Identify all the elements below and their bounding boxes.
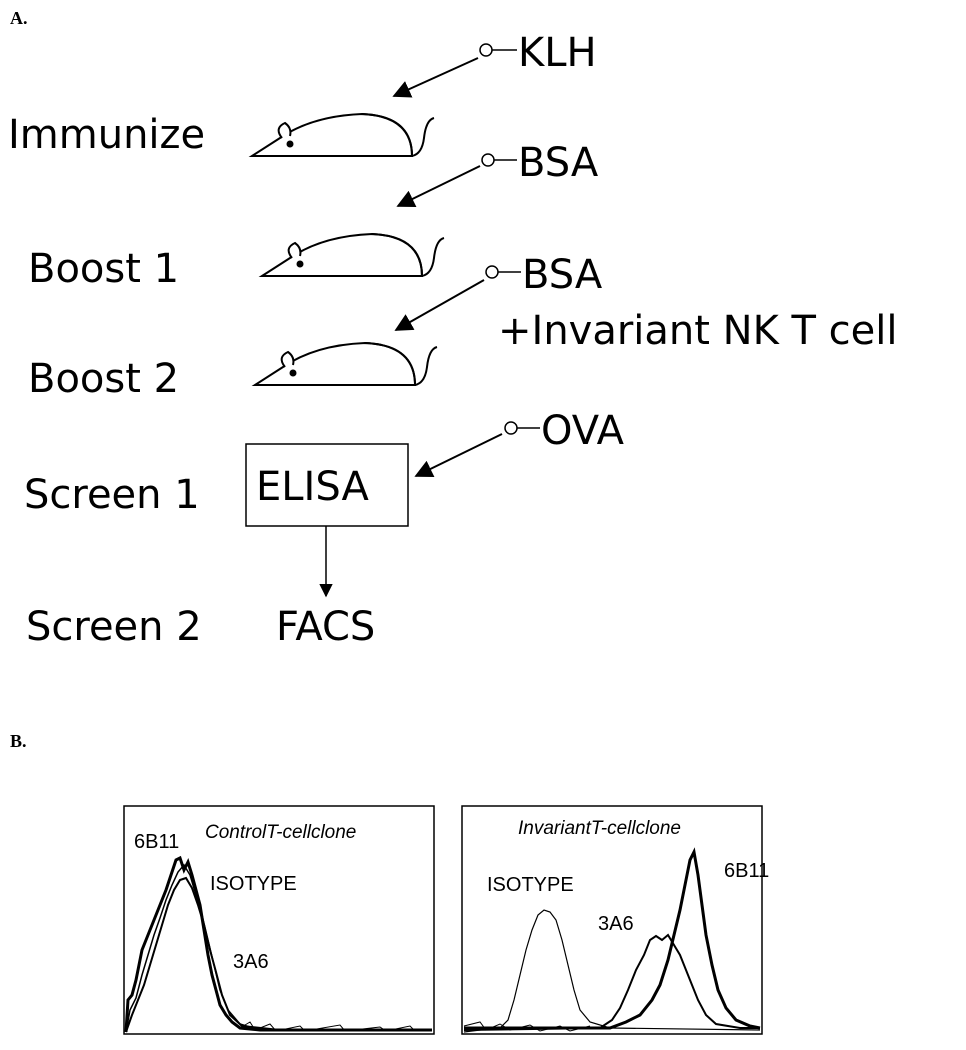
klh-arrow — [392, 57, 479, 98]
mouse-immunize-icon — [251, 113, 435, 157]
agent-bsa-1: BSA — [518, 140, 599, 186]
bsa-1-antigen-icon — [481, 153, 495, 167]
histogram-control-label-3a6: 3A6 — [233, 951, 269, 973]
histogram-control-label-6b11: 6B11 — [134, 831, 179, 853]
mouse-boost-1-icon — [261, 233, 445, 277]
histogram-control-curve-isotype — [125, 863, 432, 1033]
histogram-control-curve-3a6 — [125, 876, 432, 1033]
histogram-control-label-isotype: ISOTYPE — [210, 873, 297, 895]
step-boost-1: Boost 1 — [28, 246, 179, 292]
elisa-box — [245, 443, 409, 527]
histogram-invariant-curve-isotype — [463, 909, 761, 1033]
step-boost-2: Boost 2 — [28, 356, 179, 402]
bsa-2-antigen-icon — [485, 265, 499, 279]
histogram-control-title: ControlT-cellclone — [205, 822, 356, 843]
bsa-1-arrow — [396, 165, 481, 207]
histogram-invariant: InvariantT-cellclone ISOTYPE 3A6 6B11 — [461, 805, 769, 1035]
histogram-invariant-curve-3a6 — [463, 933, 760, 1031]
histogram-invariant-curve-6b11 — [464, 847, 761, 1030]
ova-arrow — [414, 433, 503, 477]
mouse-boost-2-icon — [254, 342, 438, 386]
elisa-label: ELISA — [256, 464, 369, 510]
step-immunize: Immunize — [8, 112, 205, 158]
histogram-control-noise — [239, 1021, 416, 1032]
histogram-invariant-label-6b11: 6B11 — [724, 860, 769, 882]
bsa-2-arrow — [394, 279, 485, 331]
klh-antigen-icon — [479, 43, 493, 57]
step-screen-1: Screen 1 — [24, 472, 200, 518]
ova-antigen-icon — [504, 421, 518, 435]
panel-b-label: B. — [10, 731, 27, 751]
histogram-control-curve-6b11 — [124, 855, 432, 1033]
histogram-invariant-label-3a6: 3A6 — [598, 913, 634, 935]
panel-a-label: A. — [10, 8, 28, 28]
agent-bsa-2: BSA — [522, 252, 603, 298]
histogram-control-frame — [123, 805, 435, 1035]
agent-klh: KLH — [518, 30, 597, 76]
histogram-invariant-noise — [463, 1021, 591, 1032]
histogram-control: ControlT-cellclone 6B11 ISOTYPE 3A6 — [123, 805, 435, 1035]
facs-label: FACS — [276, 604, 375, 650]
histogram-invariant-title: InvariantT-cellclone — [518, 818, 681, 839]
histogram-invariant-label-isotype: ISOTYPE — [487, 874, 574, 896]
step-screen-2: Screen 2 — [26, 604, 202, 650]
agent-ova: OVA — [541, 408, 625, 454]
agent-invariant-nk-t-cell: +Invariant NK T cell — [498, 308, 898, 354]
histogram-invariant-frame — [461, 805, 763, 1035]
